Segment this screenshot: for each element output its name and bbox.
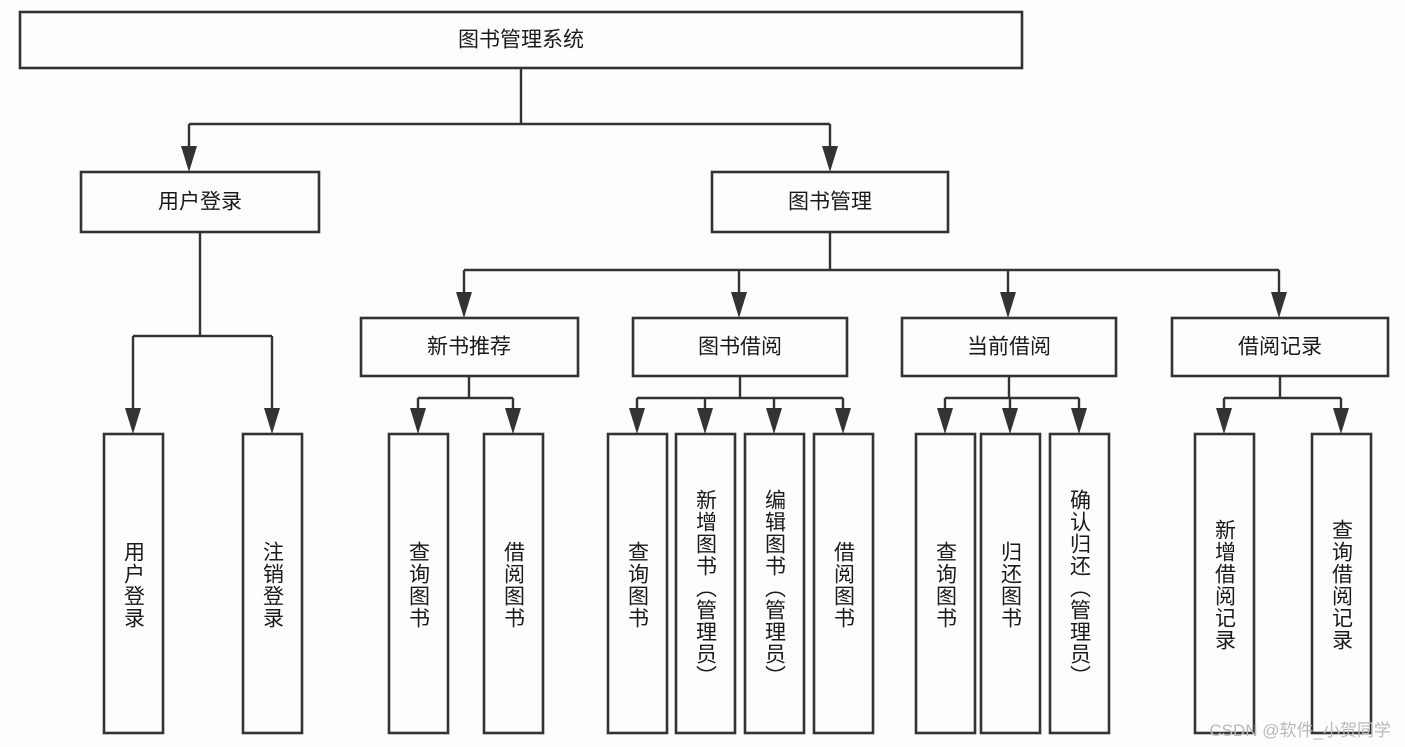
leaf-current-borrow-2[interactable]: 归还图书 (979, 432, 1042, 735)
leaf-book-borrow-1-label: 查询图书 (626, 541, 650, 629)
leaf-user-login-1-label: 用户登录 (122, 541, 146, 629)
arrow-borrow-leaf1 (629, 408, 645, 434)
leaf-book-borrow-2-box[interactable] (674, 432, 737, 735)
arrow-bm-record (1271, 292, 1287, 318)
node-current-borrow[interactable]: 当前借阅 (900, 316, 1118, 378)
arrow-root-to-book-manage (822, 146, 838, 172)
node-borrow-record[interactable]: 借阅记录 (1170, 316, 1390, 378)
leaf-user-login-2-label: 注销登录 (261, 541, 285, 629)
leaf-current-borrow-3-label: 确认归还（管理员） (1068, 489, 1092, 687)
leaf-book-borrow-3[interactable]: 编辑图书（管理员） (743, 432, 806, 735)
leaf-book-borrow-4-box[interactable] (812, 432, 875, 735)
node-user-login-label: 用户登录 (158, 191, 242, 214)
node-root[interactable]: 图书管理系统 (18, 10, 1024, 70)
arrow-user-login-leaf2 (264, 408, 280, 434)
node-book-borrow-label: 图书借阅 (698, 336, 782, 359)
node-root-label: 图书管理系统 (458, 29, 584, 52)
leaf-borrow-record-1-box[interactable] (1193, 432, 1256, 735)
connector-group-current-borrow (937, 376, 1087, 434)
connector-group-book-borrow (629, 376, 851, 434)
leaf-book-borrow-4-label: 借阅图书 (832, 541, 856, 629)
node-current-borrow-label: 当前借阅 (967, 336, 1051, 359)
leaf-new-book-2-box[interactable] (482, 432, 545, 735)
leaf-current-borrow-2-box[interactable] (979, 432, 1042, 735)
node-book-manage-label: 图书管理 (788, 191, 872, 214)
leaf-current-borrow-2-label: 归还图书 (999, 541, 1023, 629)
leaf-new-book-2[interactable]: 借阅图书 (482, 432, 545, 735)
leaf-user-login-1[interactable]: 用户登录 (102, 432, 165, 735)
leaf-book-borrow-1[interactable]: 查询图书 (606, 432, 669, 735)
arrow-borrow-leaf4 (835, 408, 851, 434)
node-user-login-box[interactable] (79, 170, 321, 234)
node-book-borrow[interactable]: 图书借阅 (631, 316, 849, 378)
arrow-record-leaf2 (1333, 408, 1349, 434)
leaf-current-borrow-3-box[interactable] (1048, 432, 1111, 735)
leaf-borrow-record-2-box[interactable] (1310, 432, 1373, 735)
node-book-manage[interactable]: 图书管理 (710, 170, 950, 234)
arrow-current-leaf2 (1002, 408, 1018, 434)
connector-group-book-manage (456, 232, 1287, 318)
arrow-newbook-leaf2 (505, 408, 521, 434)
csdn-watermark: CSDN @软件_小贺同学 (1209, 721, 1391, 740)
node-user-login[interactable]: 用户登录 (79, 170, 321, 234)
node-current-borrow-box[interactable] (900, 316, 1118, 378)
leaf-borrow-record-1-label: 新增借阅记录 (1213, 519, 1237, 651)
node-book-borrow-box[interactable] (631, 316, 849, 378)
node-root-box[interactable] (18, 10, 1024, 70)
leaf-current-borrow-3[interactable]: 确认归还（管理员） (1048, 432, 1111, 735)
arrow-bm-new-book (456, 292, 472, 318)
node-new-book-recommend[interactable]: 新书推荐 (359, 316, 580, 378)
arrow-bm-borrow (731, 292, 747, 318)
arrow-root-to-user-login (181, 146, 197, 172)
arrow-record-leaf1 (1216, 408, 1232, 434)
node-borrow-record-label: 借阅记录 (1238, 336, 1322, 359)
node-new-book-recommend-box[interactable] (359, 316, 580, 378)
leaf-book-borrow-2-label: 新增图书（管理员） (694, 489, 718, 687)
leaf-user-login-1-box[interactable] (102, 432, 165, 735)
arrow-current-leaf1 (937, 408, 953, 434)
leaf-book-borrow-1-box[interactable] (606, 432, 669, 735)
leaf-new-book-1-label: 查询图书 (407, 541, 431, 629)
leaf-book-borrow-2[interactable]: 新增图书（管理员） (674, 432, 737, 735)
leaf-book-borrow-3-label: 编辑图书（管理员） (763, 489, 787, 687)
connector-group-new-book (410, 376, 521, 434)
arrow-user-login-leaf1 (125, 408, 141, 434)
node-book-manage-box[interactable] (710, 170, 950, 234)
connector-group-root (181, 68, 838, 172)
arrow-newbook-leaf1 (410, 408, 426, 434)
leaf-new-book-2-label: 借阅图书 (502, 541, 526, 629)
node-new-book-recommend-label: 新书推荐 (427, 336, 511, 359)
leaf-borrow-record-1[interactable]: 新增借阅记录 (1193, 432, 1256, 735)
leaf-new-book-1-box[interactable] (387, 432, 450, 735)
leaf-user-login-2-box[interactable] (241, 432, 304, 735)
leaf-book-borrow-4[interactable]: 借阅图书 (812, 432, 875, 735)
connector-group-user-login (125, 232, 280, 434)
leaf-current-borrow-1-box[interactable] (914, 432, 977, 735)
arrow-current-leaf3 (1071, 408, 1087, 434)
leaf-borrow-record-2-label: 查询借阅记录 (1330, 519, 1354, 651)
connector-group-borrow-record (1216, 376, 1349, 434)
leaf-user-login-2[interactable]: 注销登录 (241, 432, 304, 735)
leaf-new-book-1[interactable]: 查询图书 (387, 432, 450, 735)
leaf-book-borrow-3-box[interactable] (743, 432, 806, 735)
leaf-current-borrow-1-label: 查询图书 (934, 541, 958, 629)
leaf-current-borrow-1[interactable]: 查询图书 (914, 432, 977, 735)
leaf-borrow-record-2[interactable]: 查询借阅记录 (1310, 432, 1373, 735)
node-borrow-record-box[interactable] (1170, 316, 1390, 378)
arrow-borrow-leaf3 (766, 408, 782, 434)
arrow-bm-current (1000, 292, 1016, 318)
arrow-borrow-leaf2 (697, 408, 713, 434)
